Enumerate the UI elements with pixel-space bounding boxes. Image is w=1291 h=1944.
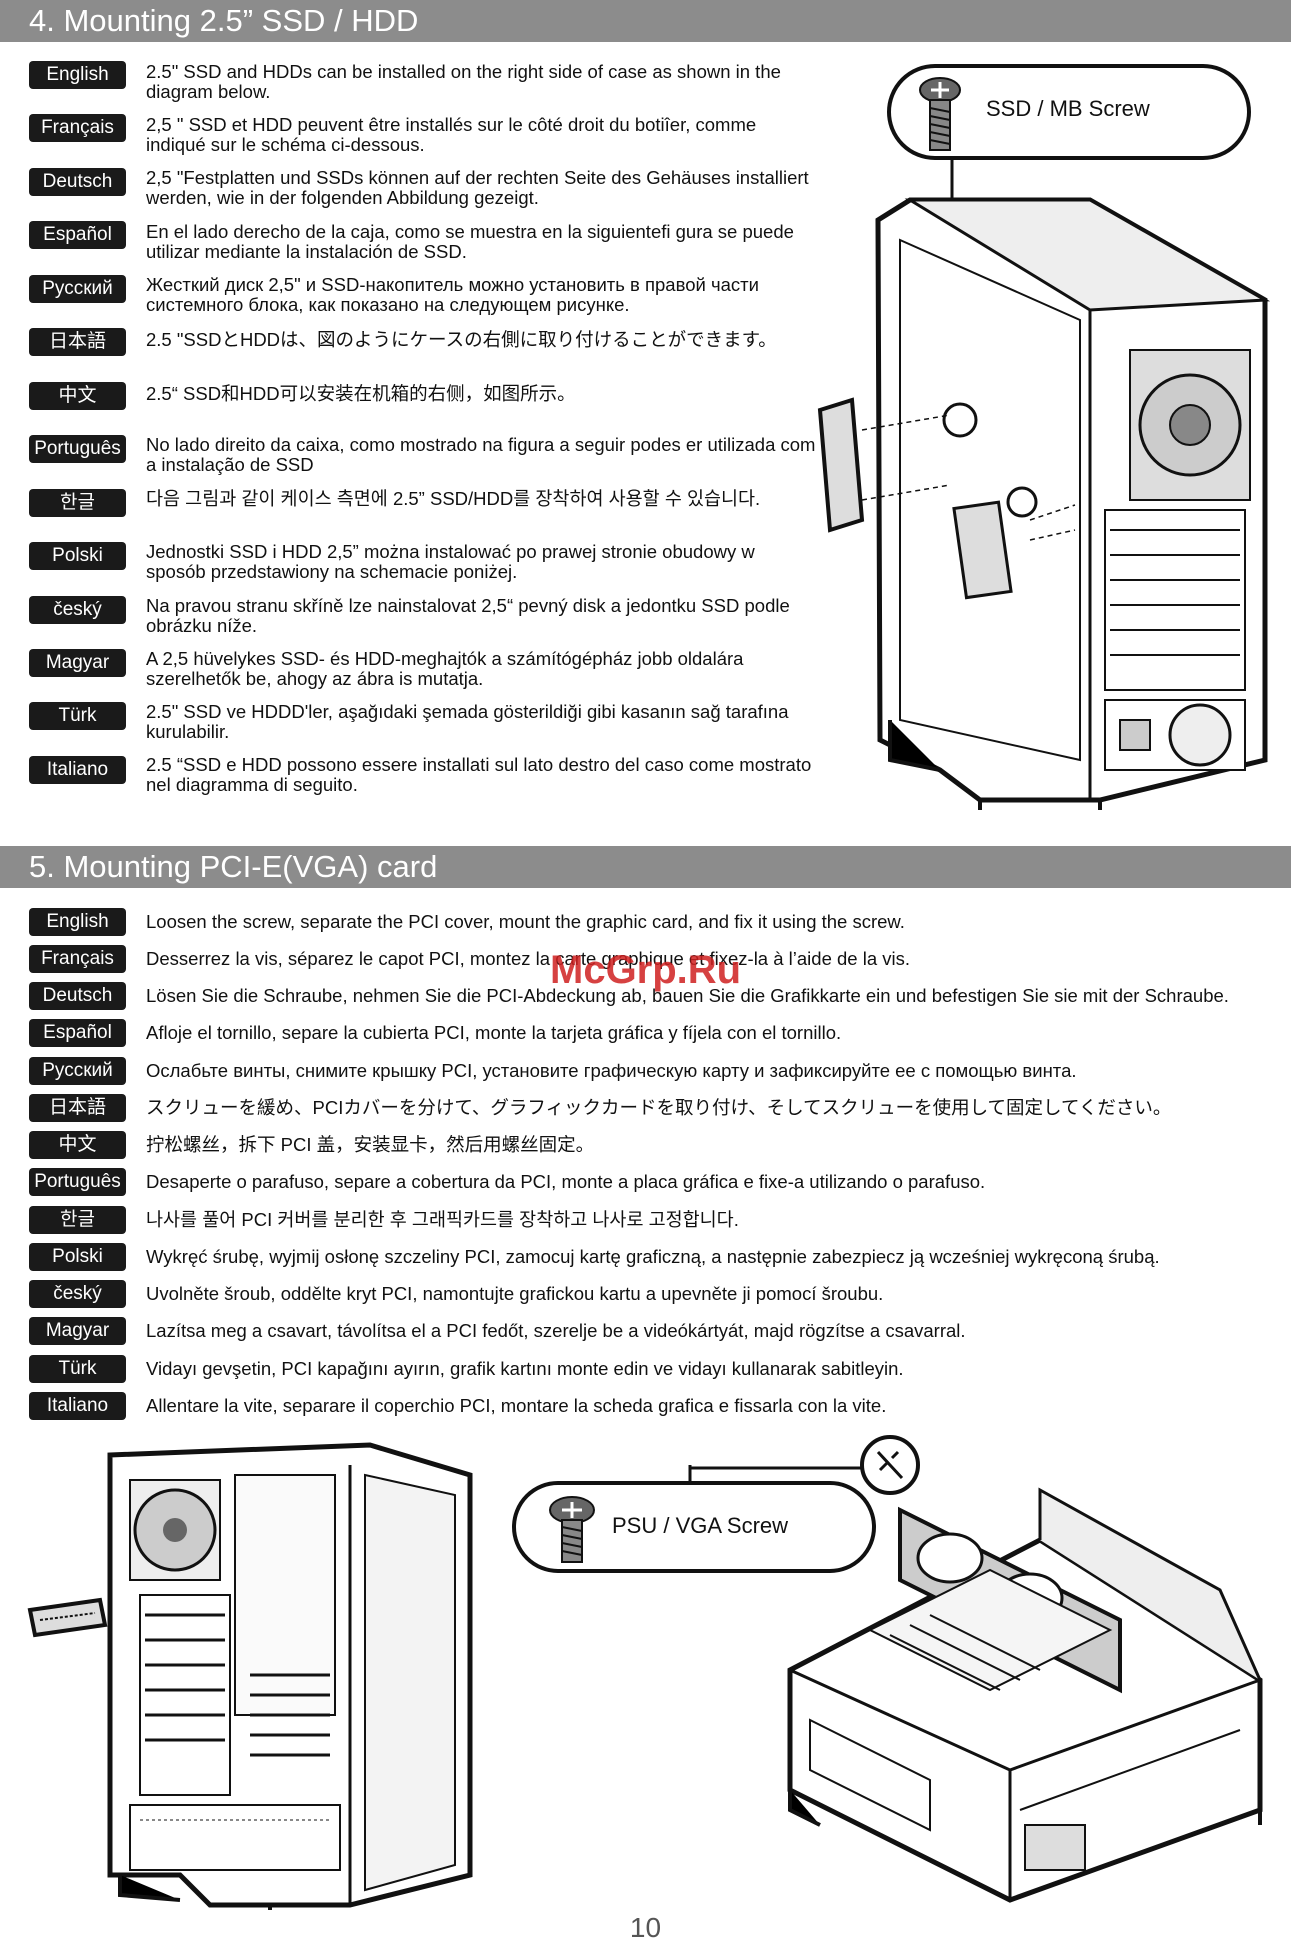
- instruction-text: スクリューを緩め、PCIカバーを分けて、グラフィックカードを取り付け、そしてスク…: [146, 1097, 1172, 1118]
- lang-badge: Русский: [29, 275, 126, 303]
- lang-badge: český: [29, 1280, 126, 1308]
- lang-badge: Русский: [29, 1057, 126, 1085]
- instruction-text: Uvolněte šroub, oddělte kryt PCI, namont…: [146, 1283, 884, 1304]
- instruction-text: 2,5 " SSD et HDD peuvent être installés …: [146, 114, 757, 155]
- lang-badge: Polski: [29, 542, 126, 570]
- instruction-text: Vidayı gevşetin, PCI kapağını ayırın, gr…: [146, 1358, 904, 1379]
- instruction-text: Na pravou stranu skříně lze nainstalovat…: [146, 595, 790, 636]
- instruction-text: Ослабьте винты, снимите крышку PCI, уста…: [146, 1060, 1077, 1081]
- lang-badge: Italiano: [29, 756, 126, 784]
- lang-badge: English: [29, 908, 126, 936]
- lang-badge: český: [29, 596, 126, 624]
- instruction-text: No lado direito da caixa, como mostrado …: [146, 434, 816, 475]
- instruction-text: 다음 그림과 같이 케이스 측면에 2.5” SSD/HDD를 장착하여 사용할…: [146, 488, 761, 509]
- instruction-text: Loosen the screw, separate the PCI cover…: [146, 911, 905, 932]
- instruction-text: 2.5 “SSD e HDD possono essere installati…: [146, 754, 812, 795]
- lang-badge: Português: [29, 435, 126, 463]
- lang-badge: 한글: [29, 1206, 126, 1234]
- lang-badge: Italiano: [29, 1392, 126, 1420]
- lang-badge: 中文: [29, 1131, 126, 1159]
- lang-badge: Français: [29, 114, 126, 142]
- lang-badge: 한글: [29, 489, 126, 517]
- instruction-text: 拧松螺丝，拆下 PCI 盖，安装显卡，然后用螺丝固定。: [146, 1134, 595, 1155]
- lang-badge: Magyar: [29, 1317, 126, 1345]
- tower-case-pci-illustration: [27, 1442, 473, 1910]
- lang-badge: 日本語: [29, 328, 126, 356]
- lang-badge: Deutsch: [29, 168, 126, 196]
- instruction-text: 나사를 풀어 PCI 커버를 분리한 후 그래픽카드를 장착하고 나사로 고정합…: [146, 1209, 739, 1230]
- page-number: 10: [629, 1912, 662, 1943]
- watermark: McGrp.Ru: [550, 948, 742, 992]
- ssd-screw-callout: [887, 64, 1251, 160]
- instruction-text: 2.5“ SSD和HDD可以安装在机箱的右侧，如图所示。: [146, 383, 576, 404]
- lang-badge: Türk: [29, 1355, 126, 1383]
- lang-badge: Español: [29, 1019, 126, 1047]
- instruction-text: Desaperte o parafuso, separe a cobertura…: [146, 1171, 986, 1192]
- vga-screw-callout: [512, 1465, 880, 1573]
- lang-badge: Português: [29, 1168, 126, 1196]
- instruction-text: Wykręć śrubę, wyjmij osłonę szczeliny PC…: [146, 1246, 1160, 1267]
- lang-badge: Magyar: [29, 649, 126, 677]
- lang-badge: 日本語: [29, 1094, 126, 1122]
- section-4-title: 4. Mounting 2.5” SSD / HDD: [0, 0, 1291, 42]
- lang-badge: Türk: [29, 702, 126, 730]
- instruction-text: 2.5" SSD ve HDDD'ler, aşağıdaki şemada g…: [146, 701, 789, 742]
- instruction-text: 2.5" SSD and HDDs can be installed on th…: [146, 61, 781, 102]
- lang-badge: Français: [29, 945, 126, 973]
- instruction-text: Lösen Sie die Schraube, nehmen Sie die P…: [146, 985, 1229, 1006]
- lang-badge: Deutsch: [29, 982, 126, 1010]
- instruction-text: Jednostki SSD i HDD 2,5” można instalowa…: [146, 541, 755, 582]
- case-vga-card-illustration: [787, 1435, 1263, 1903]
- instruction-text: Desserrez la vis, séparez le capot PCI, …: [146, 948, 911, 969]
- instruction-text: Afloje el tornillo, separe la cubierta P…: [146, 1022, 842, 1043]
- instruction-text: Жесткий диск 2,5" и SSD-накопитель можно…: [146, 274, 759, 315]
- section-5-title: 5. Mounting PCI-E(VGA) card: [0, 846, 1291, 888]
- instruction-text: A 2,5 hüvelykes SSD- és HDD-meghajtók a …: [146, 648, 744, 689]
- ssd-screw-label: SSD / MB Screw: [986, 96, 1150, 121]
- lang-badge: 中文: [29, 382, 126, 410]
- lang-badge: Polski: [29, 1243, 126, 1271]
- vga-screw-label: PSU / VGA Screw: [612, 1513, 789, 1538]
- instruction-text: Allentare la vite, separare il coperchio…: [146, 1395, 887, 1416]
- instruction-text: 2,5 "Festplatten und SSDs können auf der…: [146, 167, 809, 208]
- lang-badge: English: [29, 61, 126, 89]
- tower-case-ssd-illustration: [817, 160, 1271, 810]
- lang-badge: Español: [29, 221, 126, 249]
- instruction-text: 2.5 "SSDとHDDは、図のようにケースの右側に取り付けることができます。: [146, 329, 777, 350]
- instruction-text: Lazítsa meg a csavart, távolítsa el a PC…: [146, 1320, 966, 1341]
- instruction-text: En el lado derecho de la caja, como se m…: [146, 221, 794, 262]
